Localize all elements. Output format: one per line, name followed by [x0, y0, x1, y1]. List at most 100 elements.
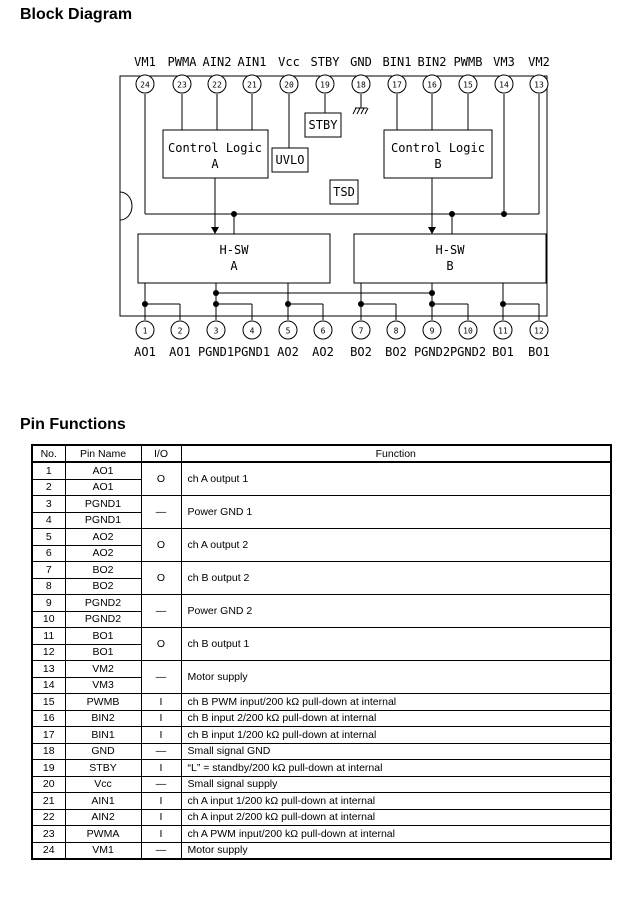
top-pin-label: PWMA — [168, 55, 198, 69]
pin-name-cell: Vcc — [64, 775, 142, 793]
io-cell: I — [140, 693, 182, 711]
uvlo-label: UVLO — [276, 153, 305, 167]
function-cell: Motor supply — [180, 841, 612, 860]
io-cell: — — [140, 495, 182, 529]
function-cell: Power GND 2 — [180, 594, 612, 628]
pin-name-cell: PGND1 — [64, 495, 142, 513]
bottom-pin-number: 9 — [430, 327, 435, 336]
bottom-pin-label: BO2 — [385, 345, 407, 359]
top-pin-label: STBY — [311, 55, 341, 69]
io-cell: — — [140, 775, 182, 793]
pin-number-cell: 10 — [31, 610, 66, 628]
hsw-a-sub: A — [230, 259, 238, 273]
pin-number-cell: 22 — [31, 808, 66, 826]
hsw-b-label: H-SW — [436, 243, 466, 257]
chip-notch — [119, 191, 133, 221]
pin-name-cell: PWMA — [64, 825, 142, 843]
bottom-pin-label: AO2 — [312, 345, 334, 359]
bottom-pin-circle — [351, 320, 371, 340]
function-cell: ch B input 2/200 kΩ pull-down at interna… — [180, 709, 612, 727]
top-pin-number: 16 — [427, 81, 437, 90]
top-pin-number: 15 — [463, 81, 473, 90]
bottom-pin-number: 5 — [286, 327, 291, 336]
hsw-b-box — [353, 233, 547, 284]
top-pin-label: GND — [350, 55, 372, 69]
top-pin-circle — [135, 74, 155, 94]
pin-number-cell: 18 — [31, 742, 66, 760]
top-pin-circle — [242, 74, 262, 94]
pin-name-cell: PGND2 — [64, 610, 142, 628]
pin-name-cell: BO1 — [64, 643, 142, 661]
chip-outline — [119, 75, 548, 317]
function-cell: ch B PWM input/200 kΩ pull-down at inter… — [180, 693, 612, 711]
pin-name-cell: VM3 — [64, 676, 142, 694]
bottom-pin-circle — [458, 320, 478, 340]
io-cell: O — [140, 461, 182, 496]
pin-name-cell: VM1 — [64, 841, 142, 860]
bottom-pin-number: 1 — [143, 327, 148, 336]
bottom-pin-number: 3 — [214, 327, 219, 336]
stby-box — [304, 112, 342, 138]
pin-number-cell: 6 — [31, 544, 66, 562]
bottom-pin-label: BO2 — [350, 345, 372, 359]
header-pin-name: Pin Name — [64, 444, 142, 463]
header-io: I/O — [140, 444, 182, 463]
bottom-pin-number: 12 — [534, 327, 544, 336]
bottom-pin-number: 8 — [394, 327, 399, 336]
top-pin-circle — [207, 74, 227, 94]
pin-name-cell: STBY — [64, 759, 142, 777]
hsw-b-sub: B — [446, 259, 453, 273]
top-pin-number: 17 — [392, 81, 402, 90]
block-diagram-title: Block Diagram — [20, 6, 133, 23]
top-pin-circle — [315, 74, 335, 94]
pin-name-cell: VM2 — [64, 660, 142, 678]
control-logic-b-box — [383, 129, 493, 179]
io-cell: — — [140, 841, 182, 860]
bottom-pin-circle — [529, 320, 549, 340]
bottom-pin-circle — [170, 320, 190, 340]
pin-number-cell: 5 — [31, 528, 66, 546]
function-cell: ch A input 2/200 kΩ pull-down at interna… — [180, 808, 612, 826]
pin-number-cell: 4 — [31, 511, 66, 529]
pin-number-cell: 17 — [31, 726, 66, 744]
pin-name-cell: PGND1 — [64, 511, 142, 529]
bottom-pin-label: AO1 — [169, 345, 191, 359]
bottom-pin-number: 6 — [321, 327, 326, 336]
pin-name-cell: BIN2 — [64, 709, 142, 727]
io-cell: I — [140, 825, 182, 843]
top-pin-circle — [279, 74, 299, 94]
top-pin-number: 21 — [247, 81, 257, 90]
function-cell: ch B output 2 — [180, 561, 612, 595]
top-pin-number: 23 — [177, 81, 187, 90]
bottom-pin-label: PGND2 — [414, 345, 450, 359]
pin-name-cell: AO2 — [64, 528, 142, 546]
control-logic-b-sub: B — [434, 157, 441, 171]
tsd-box — [329, 179, 359, 205]
uvlo-box — [271, 147, 309, 173]
top-pin-number: 13 — [534, 81, 544, 90]
hsw-a-label: H-SW — [220, 243, 250, 257]
control-logic-a-sub: A — [211, 157, 219, 171]
function-cell: ch B output 1 — [180, 627, 612, 661]
bottom-pin-circle — [135, 320, 155, 340]
io-cell: O — [140, 528, 182, 562]
pin-number-cell: 11 — [31, 627, 66, 645]
bottom-pin-label: AO1 — [134, 345, 156, 359]
top-pin-circle — [172, 74, 192, 94]
block-diagram: 24VM123PWMA22AIN221AIN120Vcc19STBY18GND1… — [119, 55, 550, 359]
